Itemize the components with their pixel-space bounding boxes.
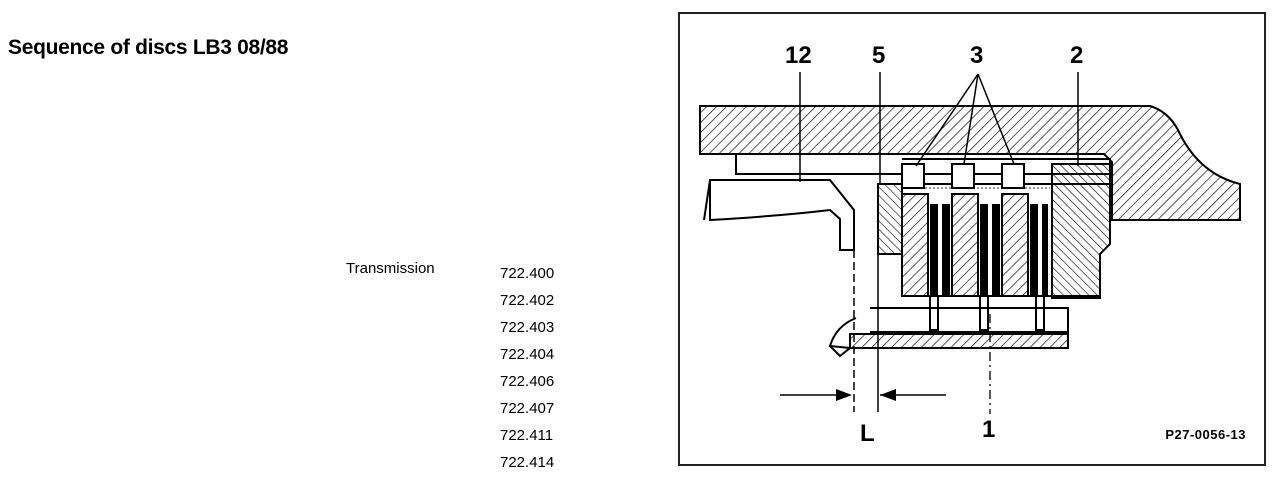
transmission-model-item: 722.402 — [500, 292, 555, 309]
transmission-model-item: 722.407 — [500, 400, 555, 417]
transmission-model-item: 722.414 — [500, 454, 555, 471]
callout-12: 12 — [785, 42, 812, 69]
callout-l: L — [860, 420, 875, 447]
callout-3: 3 — [970, 42, 984, 69]
callout-2: 2 — [1070, 42, 1084, 69]
transmission-model-item: 722.411 — [500, 427, 554, 444]
disc-assembly-drawing — [699, 72, 1241, 414]
transmission-model-item: 722.404 — [500, 346, 555, 363]
transmission-model-item: 722.403 — [500, 319, 555, 336]
transmission-model-list: 722.400 722.402 722.403 722.404 722.406 … — [500, 260, 554, 476]
figure-reference-code: P27-0056-13 — [1165, 427, 1246, 442]
callout-5: 5 — [872, 42, 886, 69]
transmission-label: Transmission — [346, 260, 435, 277]
page-title: Sequence of discs LB3 08/88 — [8, 36, 289, 59]
transmission-model-item: 722.406 — [500, 373, 555, 390]
callout-1: 1 — [982, 416, 996, 443]
disc-sequence-figure: 12 5 3 2 L 1 P27-0056-13 — [678, 12, 1266, 466]
transmission-model-item: 722.400 — [500, 265, 555, 282]
